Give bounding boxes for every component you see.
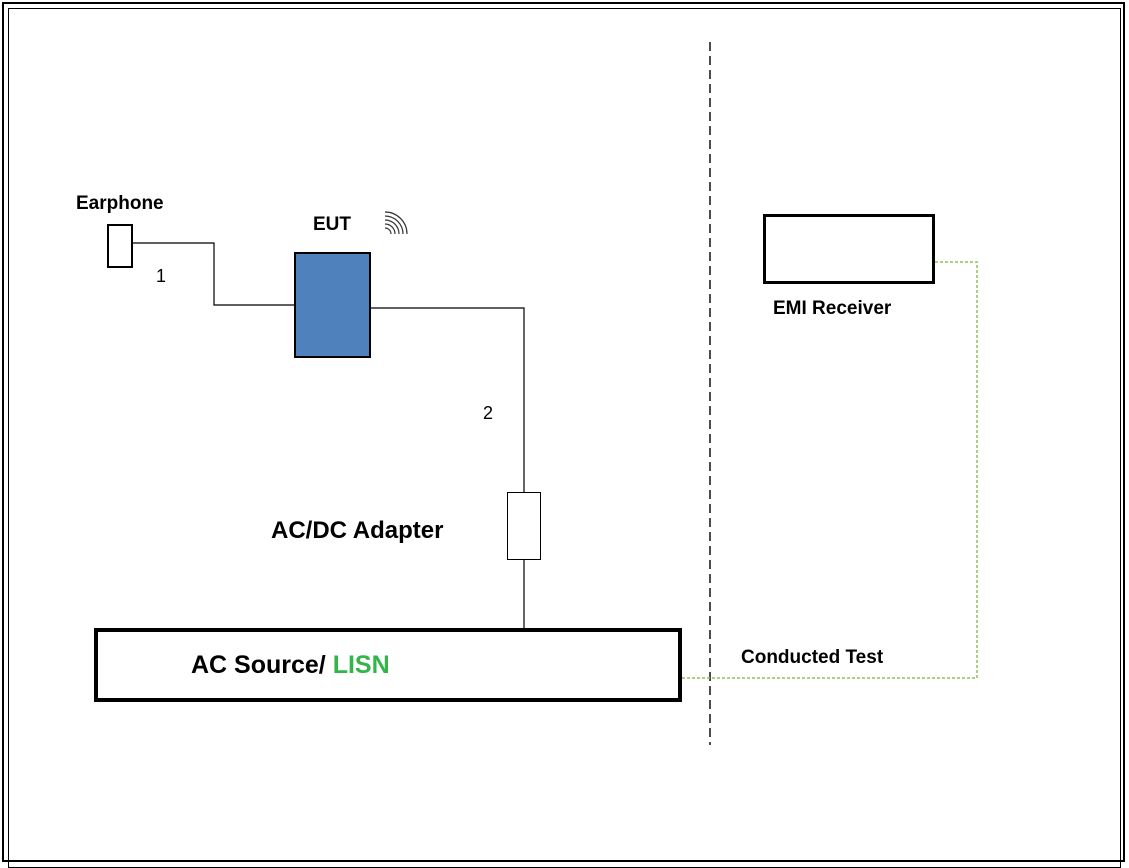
cable-2-label: 2 [483,403,494,423]
conducted-test-line [682,261,978,679]
earphone-box [107,224,133,268]
eut-box [294,252,371,358]
ac-source-lisn-box [94,628,682,702]
earphone-label: Earphone [76,193,164,214]
diagram-lines [133,42,978,745]
cable-2-line [371,307,525,492]
ac-source-text: AC Source/ [191,651,333,679]
adapter-label: AC/DC Adapter [271,517,444,544]
lisn-text: LISN [332,651,390,679]
cable-1-label: 1 [156,266,167,286]
cable-1-line [133,242,294,306]
emi-receiver-label: EMI Receiver [773,298,892,319]
conducted-test-label: Conducted Test [741,647,884,668]
wireless-signal-icon [384,211,408,235]
eut-label: EUT [313,214,351,235]
ac-source-lisn-label: AC Source/ LISN [191,651,390,680]
adapter-box [507,492,541,560]
emi-receiver-box [763,214,935,284]
